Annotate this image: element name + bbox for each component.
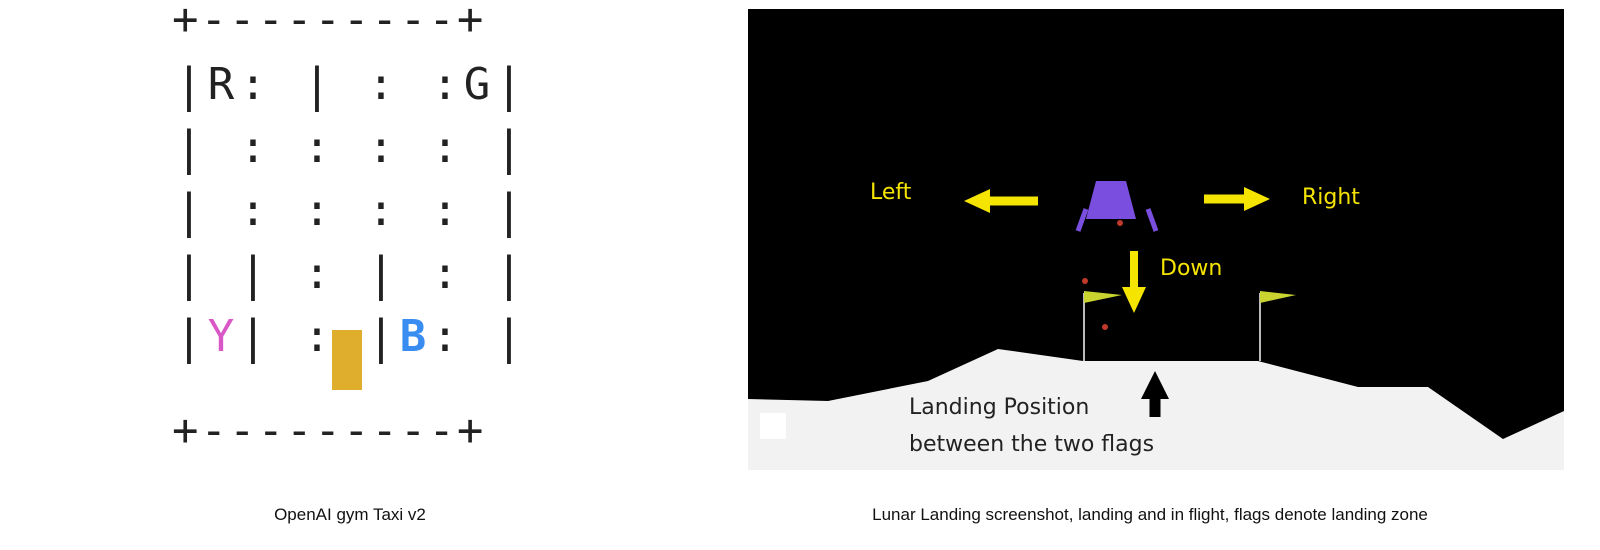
thrust-particle [1117, 220, 1123, 226]
taxi-wall: | [175, 121, 203, 175]
lander-body [1086, 181, 1136, 219]
taxi-wall: | [495, 247, 523, 301]
taxi-car [332, 330, 362, 390]
taxi-wall: | [175, 58, 203, 112]
taxi-wall: | [367, 310, 395, 364]
taxi-passage: : [431, 59, 459, 110]
taxi-game-panel: +---------+ |R:|::G||::::||::::|||:|:||Y… [170, 0, 530, 460]
taxi-caption: OpenAI gym Taxi v2 [274, 505, 426, 524]
taxi-wall: | [495, 121, 523, 175]
taxi-wall: | [239, 310, 267, 364]
taxi-passage: : [239, 185, 267, 236]
right-arrow-head [1244, 187, 1270, 211]
taxi-wall: | [175, 184, 203, 238]
taxi-top-border: +---------+ [172, 0, 486, 45]
taxi-wall: | [303, 58, 331, 112]
taxi-wall: | [495, 310, 523, 364]
thrust-particle [1082, 278, 1088, 284]
taxi-passage: : [431, 248, 459, 299]
taxi-passage: : [431, 311, 459, 362]
taxi-passage: : [303, 185, 331, 236]
taxi-passage: : [303, 122, 331, 173]
lunar-scene [748, 9, 1564, 470]
lunar-caption: Lunar Landing screenshot, landing and in… [872, 505, 1428, 524]
lander-right-leg [1145, 208, 1159, 232]
taxi-passage: : [431, 122, 459, 173]
left-flag [1084, 291, 1122, 303]
taxi-passage: : [367, 59, 395, 110]
taxi-wall: | [495, 184, 523, 238]
taxi-wall: | [495, 58, 523, 112]
taxi-location-y: Y [207, 311, 235, 362]
taxi-passage: : [367, 122, 395, 173]
taxi-location-r: R [207, 59, 235, 110]
down-label: Down [1160, 256, 1223, 281]
right-label: Right [1302, 185, 1360, 210]
taxi-passage: : [431, 185, 459, 236]
left-arrow-head [964, 189, 990, 213]
lunar-lander-panel: Left Right Down Landing Position between… [748, 9, 1564, 470]
thrust-particle [1102, 324, 1108, 330]
taxi-wall: | [367, 247, 395, 301]
taxi-bottom-border: +---------+ [172, 405, 486, 456]
taxi-location-b: B [399, 311, 427, 362]
taxi-location-g: G [463, 59, 491, 110]
taxi-wall: | [175, 247, 203, 301]
taxi-passage: : [239, 122, 267, 173]
taxi-wall: | [175, 310, 203, 364]
taxi-passage: : [367, 185, 395, 236]
lander-left-leg [1075, 208, 1089, 232]
taxi-passage: : [303, 311, 331, 362]
right-flag [1260, 291, 1296, 303]
landing-note-line1: Landing Position [909, 395, 1090, 420]
landing-arrow-head [1141, 371, 1169, 399]
score-box [760, 413, 786, 439]
taxi-passage: : [303, 248, 331, 299]
left-label: Left [870, 180, 912, 205]
taxi-passage: : [239, 59, 267, 110]
down-arrow-head [1122, 287, 1146, 313]
taxi-wall: | [239, 247, 267, 301]
landing-note-line2: between the two flags [909, 432, 1155, 457]
